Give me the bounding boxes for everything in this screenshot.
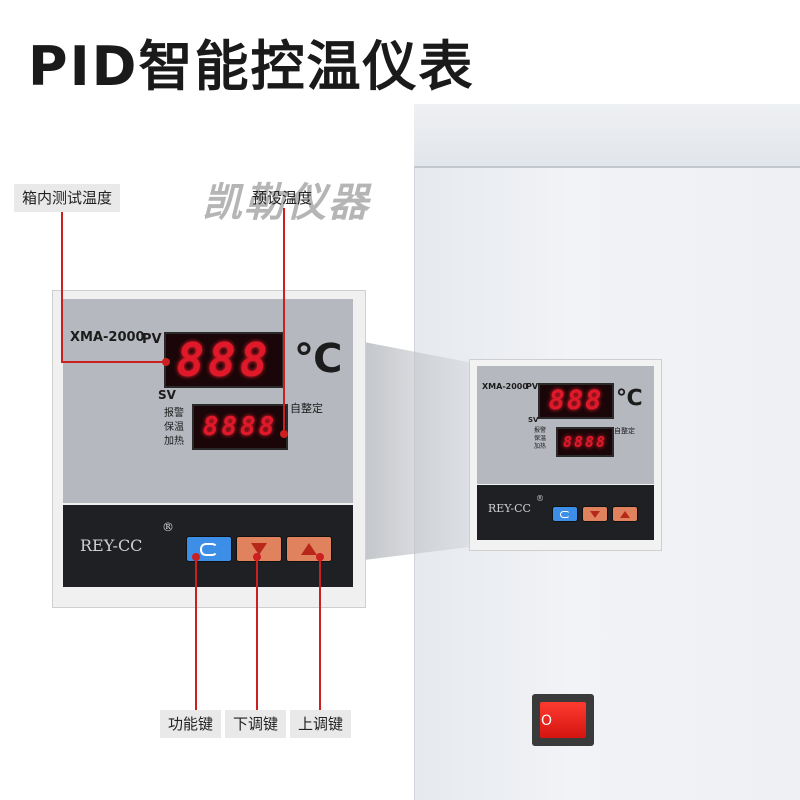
small-status-alarm: 报警 <box>534 427 547 434</box>
callout-box-temperature: 箱内测试温度 <box>14 184 121 212</box>
pv-label: PV <box>142 332 162 347</box>
small-down-arrow-icon <box>590 510 600 518</box>
small-pv-display: 888 <box>538 383 614 419</box>
power-switch-mark: O <box>541 713 553 729</box>
brand-label: REY-CC <box>80 536 143 555</box>
up-key-button[interactable] <box>286 536 332 562</box>
small-unit-label: ℃ <box>616 386 643 411</box>
down-arrow-icon <box>251 543 267 555</box>
callout-down-key: 下调键 <box>225 710 287 738</box>
small-sv-display: 8888 <box>556 427 614 457</box>
small-up-arrow-icon <box>620 510 630 518</box>
small-function-key-button[interactable] <box>552 506 578 522</box>
sv-label: SV <box>158 388 176 402</box>
small-down-key-button[interactable] <box>582 506 608 522</box>
status-line-keep-warm: 保温 <box>164 422 184 433</box>
callout-set-temperature: 预设温度 <box>252 189 313 207</box>
pv-display: 888 <box>164 332 284 388</box>
unit-label: ℃ <box>294 336 343 382</box>
model-label: XMA-2000 <box>70 330 145 345</box>
status-line-heating: 加热 <box>164 436 184 447</box>
registered-mark: ® <box>162 520 174 534</box>
small-autotune-label: 自整定 <box>614 427 635 435</box>
cycle-icon <box>200 542 218 556</box>
cabinet-top-edge <box>414 104 800 168</box>
sv-display: 8888 <box>192 404 288 450</box>
small-cycle-icon <box>560 510 570 518</box>
power-switch[interactable] <box>540 702 586 738</box>
up-arrow-icon <box>301 543 317 555</box>
small-brand-label: REY-CC <box>488 502 531 515</box>
callout-function-key: 功能键 <box>160 710 222 738</box>
small-model-label: XMA-2000 <box>482 382 528 391</box>
small-registered-mark: ® <box>536 494 544 503</box>
status-line-alarm: 报警 <box>164 408 184 419</box>
callout-up-key: 上调键 <box>290 710 352 738</box>
small-pv-label: PV <box>526 382 539 391</box>
small-status-heating: 加热 <box>534 443 547 450</box>
small-status-keep-warm: 保温 <box>534 435 547 442</box>
small-sv-label: SV <box>528 416 539 424</box>
small-up-key-button[interactable] <box>612 506 638 522</box>
autotune-label: 自整定 <box>290 402 323 415</box>
page-title: PID智能控温仪表 <box>28 35 475 98</box>
